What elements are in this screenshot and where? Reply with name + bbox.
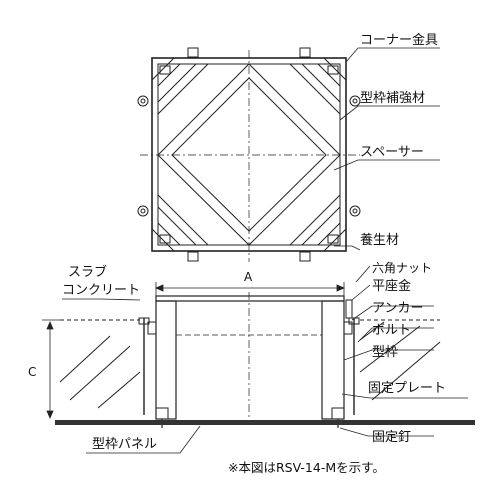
section-view bbox=[138, 292, 360, 428]
slab-concrete bbox=[59, 319, 441, 409]
label-form-panel: 型枠パネル bbox=[92, 437, 157, 452]
dimension-c-label: C bbox=[28, 365, 36, 379]
label-anchor: アンカー bbox=[372, 301, 423, 316]
label-hex-nut: 六角ナット bbox=[372, 261, 432, 275]
slab-leader bbox=[62, 298, 141, 301]
label-slab-line1: スラブ bbox=[68, 264, 107, 280]
label-protective-material: 養生材 bbox=[360, 232, 399, 248]
label-bolt: ボルト bbox=[372, 323, 411, 338]
form-panel bbox=[55, 420, 475, 425]
label-form-frame: 型枠 bbox=[372, 345, 398, 360]
label-fixing-nail: 固定釘 bbox=[372, 429, 411, 445]
dimension-c bbox=[42, 319, 60, 420]
label-frame-reinforcement: 型枠補強材 bbox=[360, 91, 425, 106]
label-spacer: スペーサー bbox=[360, 145, 424, 160]
plan-center-lines bbox=[140, 50, 360, 262]
label-slab-line2: コンクリート bbox=[62, 283, 140, 298]
section-leaders bbox=[334, 245, 468, 437]
dimension-a-label: A bbox=[244, 270, 253, 284]
diagram-note: ※本図はRSV-14-Mを示す。 bbox=[228, 460, 385, 475]
section-top-plate bbox=[155, 295, 345, 302]
side-bolts bbox=[137, 47, 361, 262]
label-flat-washer: 平座金 bbox=[372, 278, 411, 294]
plan-leaders bbox=[333, 47, 440, 171]
form-panel-leader bbox=[86, 425, 201, 454]
dimension-a bbox=[154, 282, 346, 300]
section-right-wall bbox=[321, 300, 345, 420]
corner-brackets bbox=[151, 57, 347, 252]
label-fixing-plate: 固定プレート bbox=[368, 381, 446, 396]
label-corner-bracket: コーナー金具 bbox=[360, 32, 438, 48]
plan-view bbox=[137, 47, 361, 262]
section-left-wall bbox=[155, 300, 177, 420]
